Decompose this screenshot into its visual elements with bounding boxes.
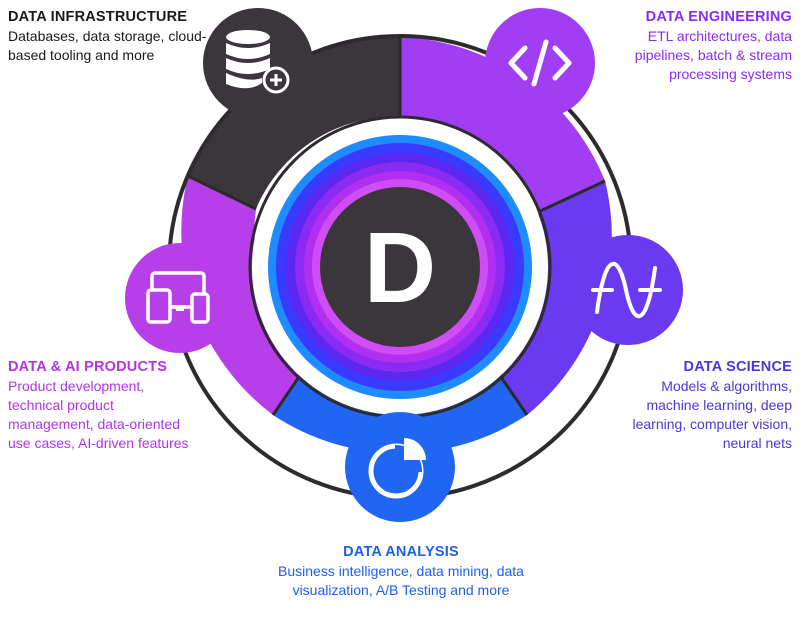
pie-chart-icon xyxy=(368,438,426,499)
label-engineering: DATA ENGINEERING ETL architectures, data… xyxy=(597,8,792,84)
title-analysis: DATA ANALYSIS xyxy=(343,544,459,560)
segment-infrastructure xyxy=(188,36,400,210)
desc-science: Models & algorithms, machine learning, d… xyxy=(632,378,792,451)
title-infrastructure: DATA INFRASTRUCTURE xyxy=(8,9,188,25)
bubble-science xyxy=(573,235,683,345)
code-icon xyxy=(508,39,572,87)
label-infrastructure: DATA INFRASTRUCTURE Databases, data stor… xyxy=(8,8,208,65)
title-products: DATA & AI PRODUCTS xyxy=(8,359,168,375)
desc-infrastructure: Databases, data storage, cloud-based too… xyxy=(8,28,207,63)
segment-engineering xyxy=(400,37,605,212)
desc-products: Product development, technical product m… xyxy=(8,378,189,451)
database-add-icon xyxy=(226,30,290,94)
title-science: DATA SCIENCE xyxy=(683,359,792,375)
bubble-engineering xyxy=(485,8,595,118)
bubble-analysis xyxy=(345,412,455,522)
desc-engineering: ETL architectures, data pipelines, batch… xyxy=(634,28,792,82)
label-science: DATA SCIENCE Models & algorithms, machin… xyxy=(612,358,792,453)
label-products: DATA & AI PRODUCTS Product development, … xyxy=(8,358,193,453)
wave-function-icon xyxy=(591,261,662,319)
title-engineering: DATA ENGINEERING xyxy=(645,9,792,25)
center-letter: D xyxy=(364,212,436,324)
core-center xyxy=(320,187,480,347)
desc-analysis: Business intelligence, data mining, data… xyxy=(278,563,524,598)
bubble-products xyxy=(125,243,235,353)
devices-icon xyxy=(146,271,210,324)
bubble-infrastructure xyxy=(203,8,313,118)
label-analysis: DATA ANALYSIS Business intelligence, dat… xyxy=(276,543,526,600)
